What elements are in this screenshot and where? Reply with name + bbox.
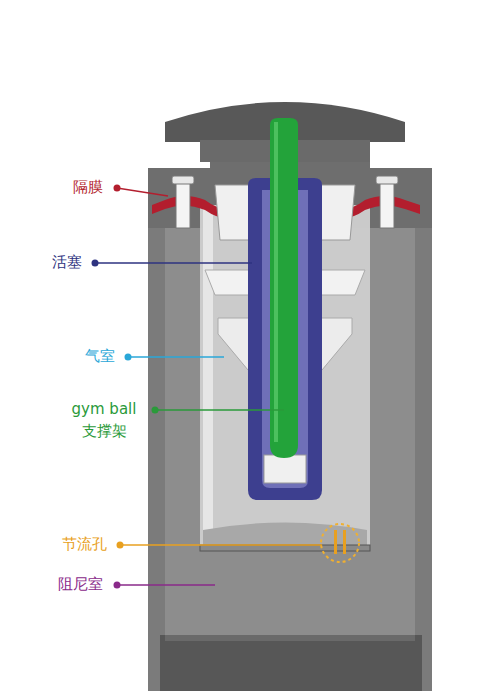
leader-dot — [114, 185, 121, 192]
leader-dot — [114, 582, 121, 589]
chamber-bottom — [203, 523, 367, 546]
leader-dot — [125, 354, 132, 361]
orifice-label: 节流孔 — [62, 534, 107, 556]
bolt-head — [172, 176, 194, 184]
leader-line — [128, 356, 224, 358]
base — [160, 635, 422, 691]
rod-end — [264, 455, 306, 483]
orifice-mark — [334, 530, 337, 554]
leader-line — [95, 262, 252, 264]
orifice-highlight — [321, 524, 359, 562]
base-edge — [165, 635, 415, 641]
bolt-head — [376, 176, 398, 184]
chamber-highlight — [203, 208, 213, 543]
leader-line — [117, 584, 215, 586]
leader-line — [117, 188, 168, 196]
gym-ball-support-rod — [270, 118, 298, 458]
rod-highlight — [274, 122, 278, 442]
bolt — [380, 178, 394, 228]
leader-dot — [92, 260, 99, 267]
bolt — [176, 178, 190, 228]
leader-line — [155, 409, 284, 411]
piston-label: 活塞 — [52, 252, 82, 274]
leader-line — [120, 544, 322, 546]
damping-chamber-label: 阻尼室 — [58, 574, 103, 596]
air-chamber-label: 气室 — [85, 346, 115, 368]
leader-dot — [152, 407, 159, 414]
diaphragm-label: 隔膜 — [73, 177, 103, 199]
orifice-mark — [343, 530, 346, 554]
leader-dot — [117, 542, 124, 549]
support-label: gym ball 支撑架 — [65, 399, 143, 443]
